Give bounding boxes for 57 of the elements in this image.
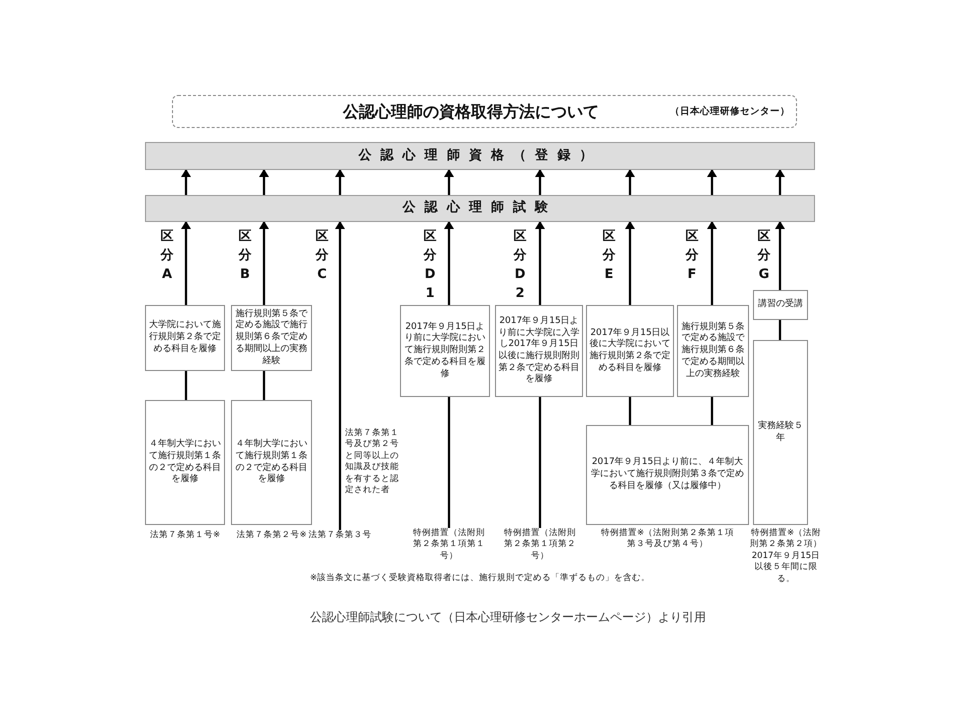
source-note: （日本心理研修センター）	[670, 106, 790, 118]
arrow	[535, 169, 545, 195]
arrow	[335, 221, 345, 530]
process-box: ４年制大学において施行規則第１条の２で定める科目を履修	[231, 400, 312, 525]
process-box: 大学院において施行規則第２条で定める科目を履修	[145, 305, 225, 371]
arrow	[181, 169, 191, 195]
connector-line	[628, 397, 632, 425]
legal-note: 特例措置※（法附則第２条第１項第３号及び第４号）	[600, 528, 735, 551]
category-label: 区分F	[685, 228, 699, 284]
category-label: 区分G	[757, 228, 771, 284]
arrow	[707, 169, 717, 195]
legal-note: 法第７条第１号※	[148, 530, 222, 542]
connector-line	[262, 371, 266, 400]
arrow	[625, 221, 635, 305]
process-box: 施行規則第５条で定める施設で施行規則第６条で定める期間以上の実務経験	[231, 305, 312, 371]
arrow	[259, 169, 269, 195]
process-box: 施行規則第５条で定める施設で施行規則第６条で定める期間以上の実務経験	[677, 305, 749, 397]
category-label: 区分B	[238, 228, 252, 284]
category-label: 区分C	[315, 228, 329, 284]
legal-note: 法第７条第３号	[306, 530, 374, 542]
process-box: ４年制大学において施行規則第１条の２で定める科目を履修	[145, 400, 225, 525]
arrow	[707, 221, 717, 305]
connector-line	[448, 397, 450, 528]
connector-line	[184, 371, 188, 400]
arrow	[444, 169, 454, 195]
caption: 公認心理師試験について（日本心理研修センターホームページ）より引用	[310, 609, 706, 626]
connector-line	[778, 320, 782, 340]
footnote: ※該当条文に基づく受験資格取得者には、施行規則で定める「準ずるもの」を含む。	[308, 573, 652, 584]
legal-note: 特例措置（法附則第２条第１項第１号）	[412, 528, 486, 562]
arrow	[775, 169, 785, 195]
title-text: 公認心理師の資格取得方法について	[343, 102, 599, 123]
requirement-note: 法第７条第１号及び第２号と同等以上の知識及び技能を有すると認定された者	[345, 428, 400, 497]
category-label: 区分D2	[513, 228, 527, 303]
process-box: 講習の受講	[753, 290, 808, 320]
legal-note: 特例措置（法附則第２条第１項第２号）	[503, 528, 577, 562]
connector-line	[538, 397, 542, 528]
title-box	[172, 95, 797, 128]
process-box: 2017年９月15日以後に大学院において施行規則第２条で定める科目を履修	[586, 305, 674, 397]
arrow	[181, 221, 191, 305]
arrow	[335, 169, 345, 195]
connector-line	[710, 397, 714, 425]
legal-note: 特例措置※（法附則第２条第２項）2017年９月15日以後５年間に限る。	[750, 528, 822, 586]
category-label: 区分D1	[423, 228, 437, 303]
process-box: 実務経験５年	[753, 340, 808, 525]
legal-note: 法第７条第２号※	[235, 530, 308, 542]
category-label: 区分A	[160, 228, 174, 284]
exam-bar: 公認心理師試験	[145, 195, 815, 222]
arrow	[535, 221, 545, 305]
arrow	[259, 221, 269, 305]
arrow	[444, 221, 454, 305]
qualification-bar: 公認心理師資格（登録）	[145, 142, 815, 170]
category-label: 区分E	[602, 228, 616, 284]
arrow	[775, 221, 785, 290]
process-box: 2017年９月15日より前に大学院において施行規則附則第２条で定める科目を履修	[400, 305, 490, 397]
process-box: 2017年９月15日より前に大学院に入学し2017年９月15日以後に施行規則附則第２条で定める科目を履修	[495, 305, 583, 397]
process-box: 2017年９月15日より前に、４年制大学において施行規則附則第３条で定める科目を履修（又は履修中）	[586, 425, 749, 525]
arrow	[625, 169, 635, 195]
